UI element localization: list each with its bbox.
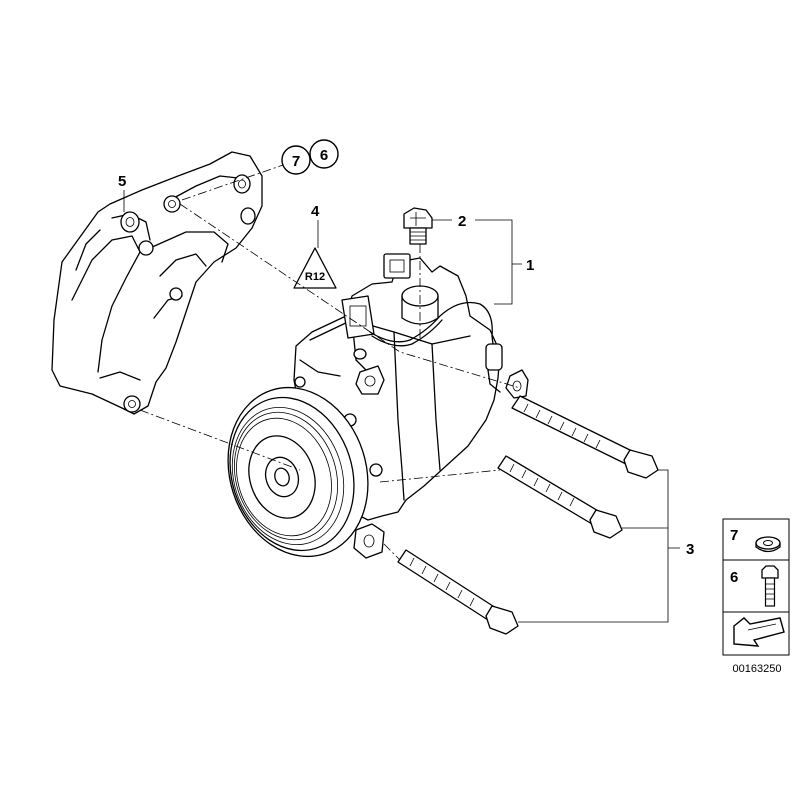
callout-4-label: 4 bbox=[311, 203, 320, 220]
callout-4: 4 bbox=[311, 203, 320, 220]
callout-2-label: 2 bbox=[458, 213, 466, 230]
callout-2: 2 bbox=[458, 213, 466, 230]
legend-item-6-number: 6 bbox=[730, 569, 738, 586]
refrigerant-warning-label: R12 bbox=[293, 247, 337, 289]
washer-icon bbox=[755, 536, 781, 553]
parts-legend: 7 6 00163250 bbox=[722, 518, 790, 675]
pressure-switch bbox=[403, 207, 433, 245]
callout-5-label: 5 bbox=[118, 173, 126, 190]
callout-7-label: 7 bbox=[292, 153, 300, 170]
bolt-icon bbox=[761, 565, 779, 607]
callout-3: 3 bbox=[686, 541, 694, 558]
callout-1: 1 bbox=[526, 257, 534, 274]
legend-item-7-number: 7 bbox=[730, 527, 738, 544]
callout-6-circle: 6 bbox=[309, 139, 339, 169]
mounting-bolt-middle bbox=[497, 455, 623, 539]
direction-arrow-icon bbox=[733, 617, 785, 647]
assembly-centerlines bbox=[139, 163, 521, 561]
callout-6-label: 6 bbox=[320, 147, 328, 164]
warning-symbol-text: R12 bbox=[305, 271, 325, 283]
compressor-bracket bbox=[51, 151, 263, 415]
callout-3-label: 3 bbox=[686, 541, 694, 558]
image-code: 00163250 bbox=[733, 663, 782, 675]
callout-7-circle: 7 bbox=[281, 145, 311, 175]
mounting-bolt-lower bbox=[397, 549, 519, 635]
callout-1-label: 1 bbox=[526, 257, 534, 274]
mounting-bolt-upper bbox=[511, 395, 659, 479]
callout-leaders bbox=[123, 190, 680, 623]
callout-5: 5 bbox=[118, 173, 126, 190]
compressor-pulley bbox=[227, 386, 369, 558]
